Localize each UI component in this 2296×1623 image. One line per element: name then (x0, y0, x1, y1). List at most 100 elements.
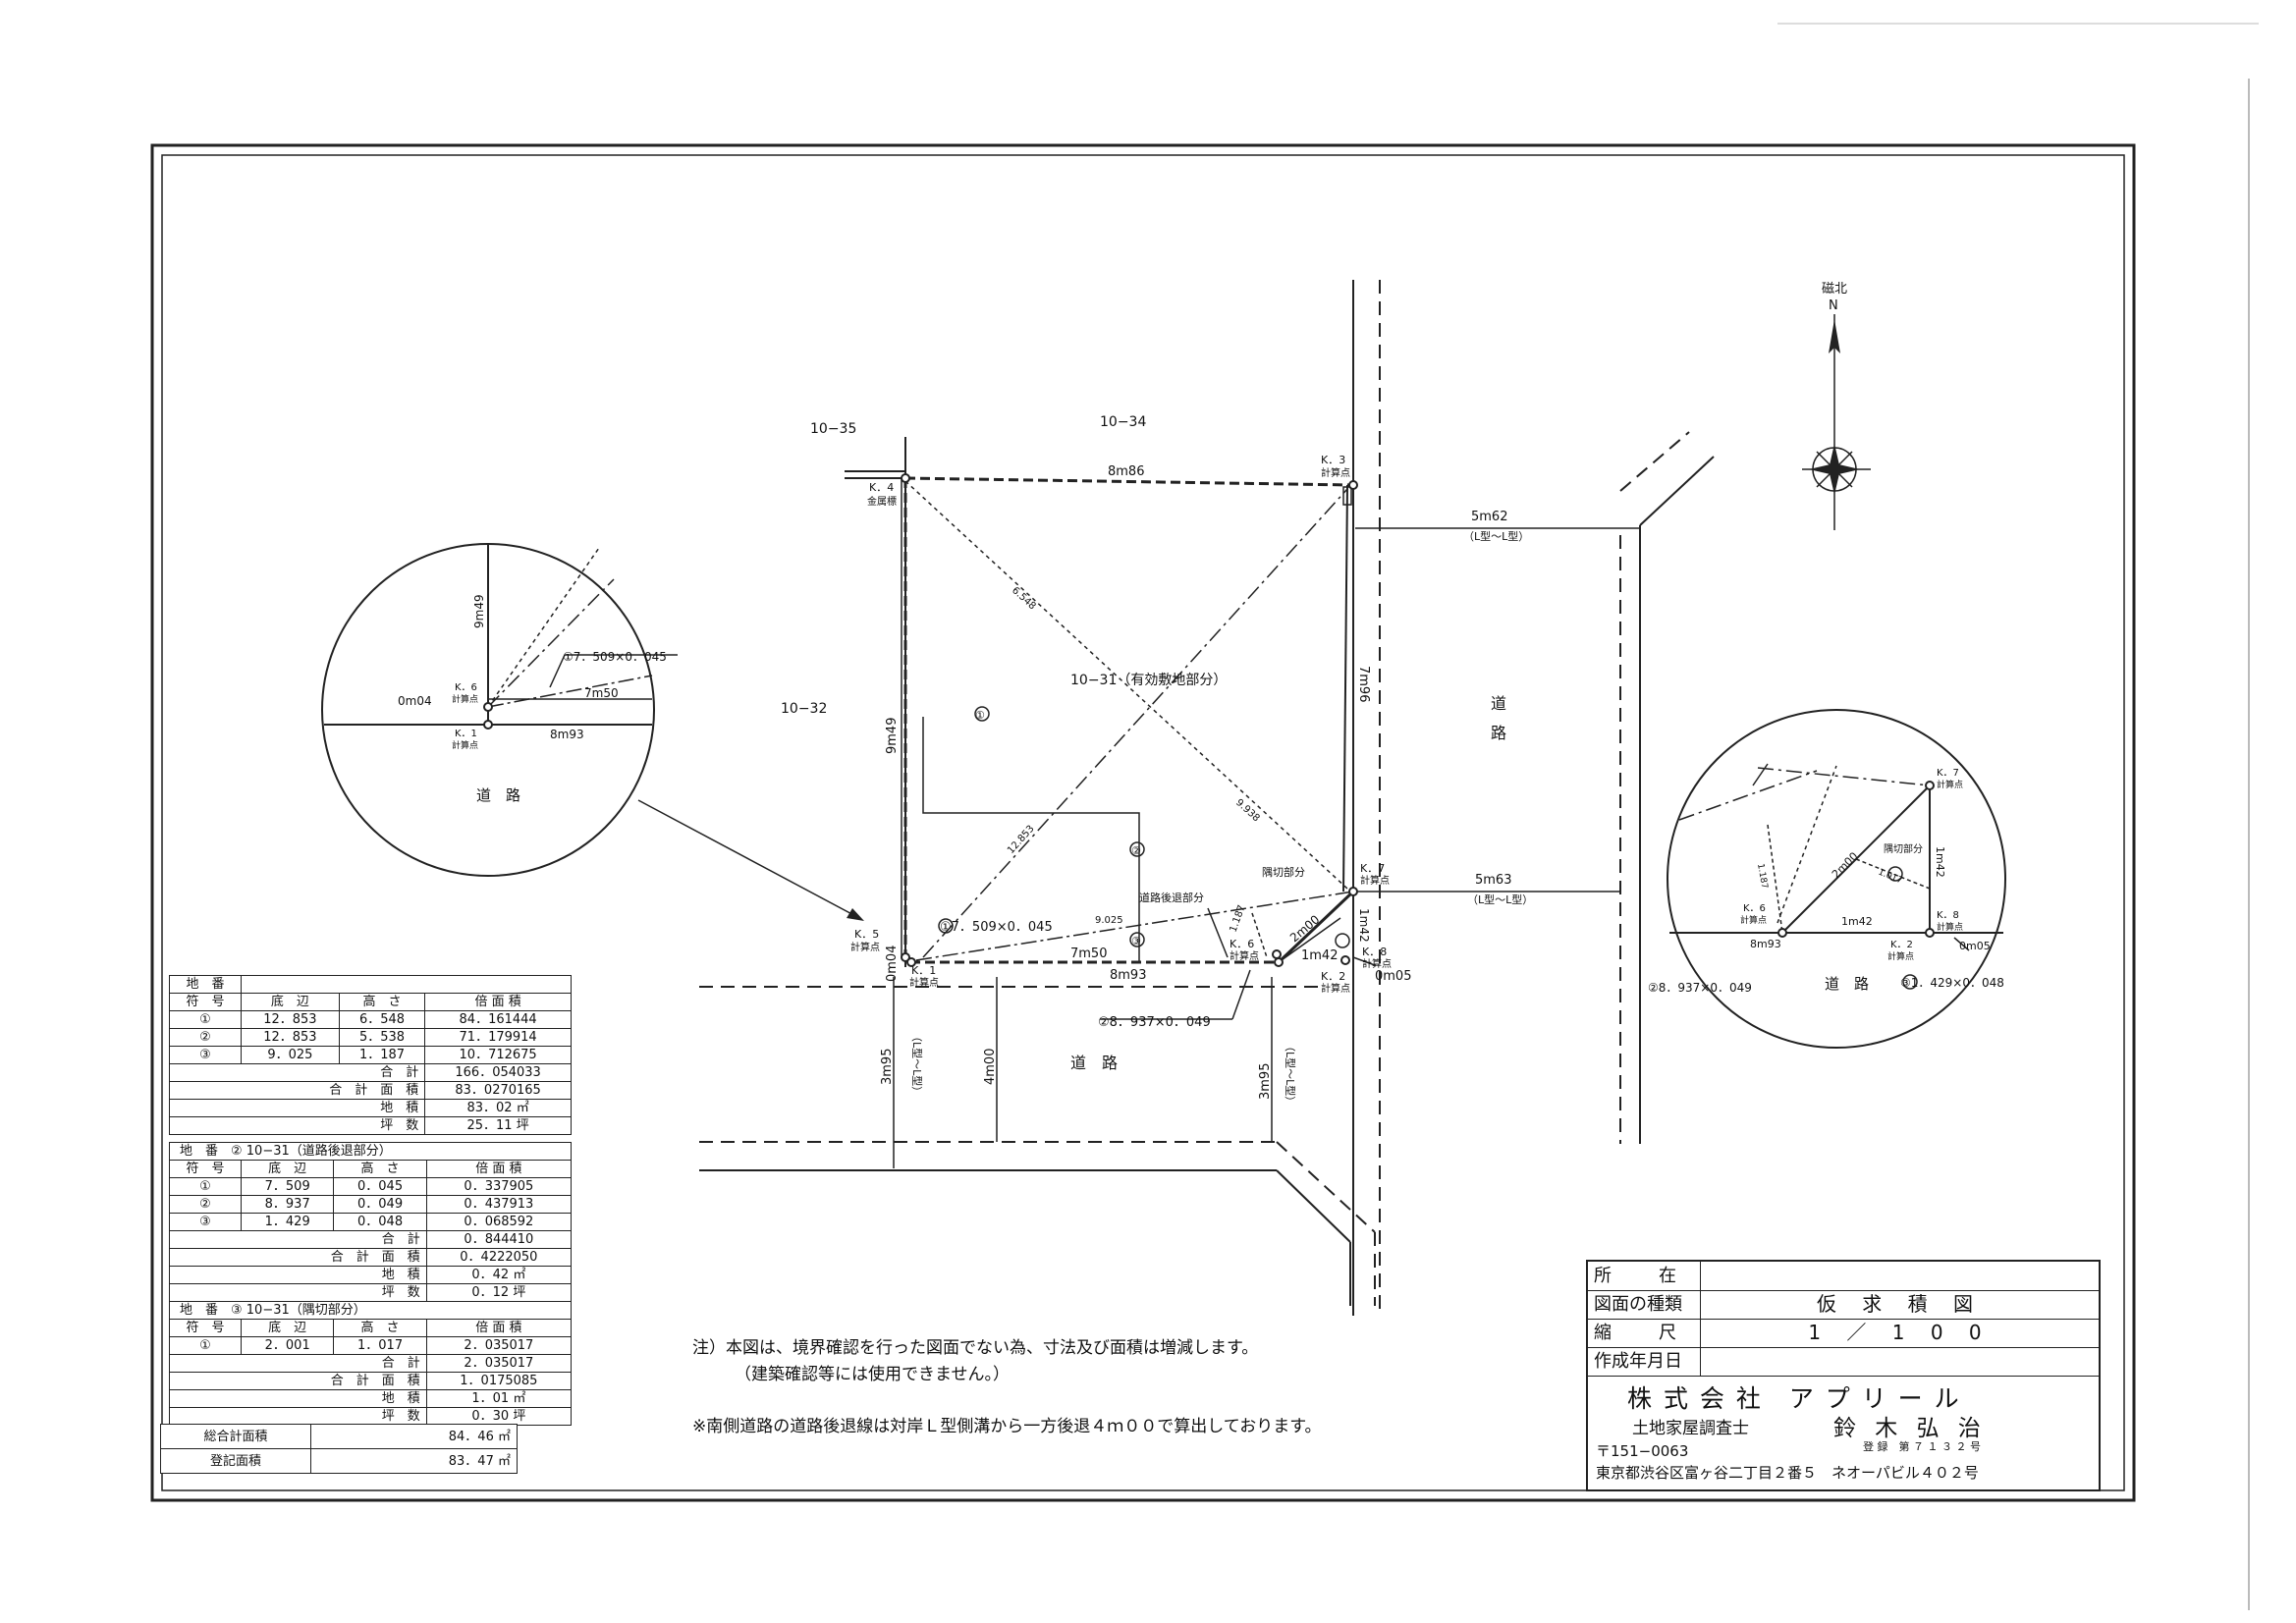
table3-header: 高 さ (333, 1319, 427, 1337)
unit-m2: ㎡ (497, 1429, 511, 1444)
diag-length-5: 1.187 (1228, 903, 1247, 934)
table2-header: 底 辺 (240, 1160, 335, 1178)
unit-tsubo: 坪 (513, 1285, 526, 1300)
detail-right-dim-small: 0m05 (1959, 940, 1991, 952)
point-k1-type: 計算点 (909, 976, 939, 989)
title-key-date: 作成年月日 (1588, 1347, 1701, 1376)
note-line-1: 注）本図は、境界確認を行った図面でない為、寸法及び面積は増減します。 (692, 1338, 1259, 1358)
area-mark-1: ① (975, 709, 985, 722)
parcel-label-west: 10−32 (781, 701, 827, 717)
table3-sum-label: 合 計 (169, 1354, 427, 1373)
dim-south-road-left-note: （L型〜L型） (910, 1031, 924, 1097)
unit-m2: ㎡ (516, 1101, 529, 1115)
point-k5-label: K．5 (854, 928, 879, 941)
south-road-label: 道 路 (1070, 1054, 1118, 1072)
table-row: ① 7．509 0．045 0．337905 (169, 1177, 573, 1196)
parcel-label-main: 10−31（有効敷地部分） (1070, 673, 1227, 688)
table2-sum-label: 合 計 (169, 1230, 427, 1249)
compass-label-n: N (1829, 298, 1838, 313)
office-address: 東京都渋谷区富ヶ谷二丁目２番５ ネオーパビル４０２号 (1596, 1464, 1979, 1482)
table1-area-value: 83．02 (466, 1101, 513, 1115)
dim-south-edge: 8m93 (1110, 968, 1146, 983)
detail-right-k8-type: 計算点 (1937, 921, 1963, 933)
total-area-label: 総合計面積 (160, 1424, 311, 1449)
surveyor-role: 土地家屋調査士 (1632, 1419, 1749, 1438)
detail-right-k6-label: K．6 (1743, 903, 1766, 914)
table3-total-value: 1．0175085 (425, 1372, 573, 1390)
detail-right-label: 隅切部分 (1884, 842, 1923, 855)
table1-header: 倍 面 積 (424, 993, 572, 1011)
point-k8-type: 計算点 (1362, 957, 1392, 970)
dim-east-road-top: 5m62 (1471, 510, 1507, 524)
registered-area-label: 登記面積 (160, 1448, 311, 1474)
grand-total-table: 総合計面積 84．46 ㎡ 登記面積 83．47 ㎡ (160, 1424, 518, 1474)
title-block: 所 在 図面の種類 仮 求 積 図 縮 尺 1 ／ 1 0 0 作成年月日 株 … (1586, 1260, 2101, 1491)
point-k3-label: K．3 (1321, 454, 1345, 466)
callout-2: ②8．937×0．049 (1098, 1015, 1211, 1030)
compass-label-top: 磁北 (1822, 282, 1847, 297)
table-row: ① 12．853 6．548 84．161444 (169, 1010, 572, 1029)
dim-east-road-bottom: 5m63 (1475, 873, 1511, 888)
total-area-value: 84．46 (448, 1429, 494, 1444)
detail-right-k2-label: K．2 (1890, 940, 1913, 950)
point-k7-type: 計算点 (1360, 874, 1390, 887)
table3-area-value: 1．01 (471, 1391, 510, 1406)
title-value-type: 仮 求 積 図 (1816, 1292, 1984, 1316)
parcel-label-north-left: 10−35 (810, 421, 856, 437)
detail-right-dim-v: 1m42 (1934, 846, 1946, 878)
diag-length-2: 9.938 (1233, 797, 1262, 824)
table1-title: 地 番 (169, 975, 242, 994)
table1-total-label: 合 計 面 積 (168, 1081, 426, 1100)
surveyor-name: 鈴 木 弘 治 (1833, 1416, 1987, 1441)
detail-left-callout: ①7．509×0．045 (563, 650, 667, 664)
table1-total-value: 83．0270165 (424, 1081, 572, 1100)
table2-tsubo-value: 0．12 (471, 1285, 510, 1300)
table1-sum-value: 166．054033 (424, 1063, 572, 1082)
unit-m2: ㎡ (513, 1391, 526, 1406)
table3-tsubo-label: 坪 数 (169, 1407, 427, 1426)
area-mark-2: ② (1131, 844, 1141, 857)
point-k7-label: K．7 (1360, 862, 1385, 875)
table3-header: 倍 面 積 (425, 1319, 573, 1337)
point-k3-type: 計算点 (1321, 466, 1350, 479)
sheet-border-outer (150, 143, 2136, 1502)
table1-sum-label: 合 計 (168, 1063, 426, 1082)
point-k5-type: 計算点 (850, 941, 880, 953)
detail-right-callout-2: ②8．937×0．049 (1648, 981, 1752, 995)
dim-corner-side: 1m42 (1301, 948, 1338, 963)
detail-right-k6-type: 計算点 (1740, 914, 1767, 926)
detail-left-k6-label: K．6 (455, 682, 477, 693)
table2-header: 倍 面 積 (425, 1160, 573, 1178)
unit-tsubo: 坪 (513, 1409, 526, 1424)
unit-m2: ㎡ (497, 1453, 511, 1469)
callout-1: ①7．509×0．045 (940, 920, 1053, 935)
note-line-2: （建築確認等には使用できません。） (735, 1365, 1010, 1384)
table2-tsubo-label: 坪 数 (169, 1283, 427, 1302)
note-line-3: ※南側道路の道路後退線は対岸Ｌ型側溝から一方後退４ｍ００で算出しております。 (692, 1417, 1322, 1436)
table-row: ② 12．853 5．538 71．179914 (169, 1028, 572, 1047)
dim-east-road-top-note: （L型〜L型） (1463, 529, 1529, 543)
east-road-label-bottom: 路 (1491, 724, 1506, 742)
table2-area-label: 地 積 (169, 1266, 427, 1284)
title-key-type: 図面の種類 (1588, 1290, 1701, 1319)
dim-corner-small: 0m05 (1375, 969, 1411, 984)
dim-east-road-bottom-note: （L型〜L型） (1467, 893, 1533, 906)
detail-left-dim-h2: 8m93 (550, 728, 584, 741)
detail-right-k8-label: K．8 (1937, 910, 1959, 921)
postal-code: 〒151−0063 (1596, 1442, 1689, 1460)
dim-east-edge: 7m96 (1356, 666, 1371, 702)
dim-corner-side-v: 1m42 (1357, 908, 1371, 943)
table1-header: 底 辺 (241, 993, 340, 1011)
detail-arrow (637, 799, 860, 919)
point-k1-label: K．1 (911, 964, 936, 977)
dim-south-road-left: 3m95 (880, 1049, 895, 1085)
company-name: 株 式 会 社 ア プ リ ー ル (1627, 1384, 1961, 1413)
dim-south-road-right-note: （L型〜L型） (1284, 1041, 1297, 1107)
detail-left-k1-type: 計算点 (452, 739, 478, 751)
detail-left-dim-small: 0m04 (398, 694, 432, 708)
compass-rose (1802, 314, 1871, 530)
detail-left-road: 道 路 (476, 786, 520, 804)
table1-tsubo-value: 25．11 (466, 1118, 513, 1133)
detail-right-dim-h1: 8m93 (1750, 938, 1781, 950)
